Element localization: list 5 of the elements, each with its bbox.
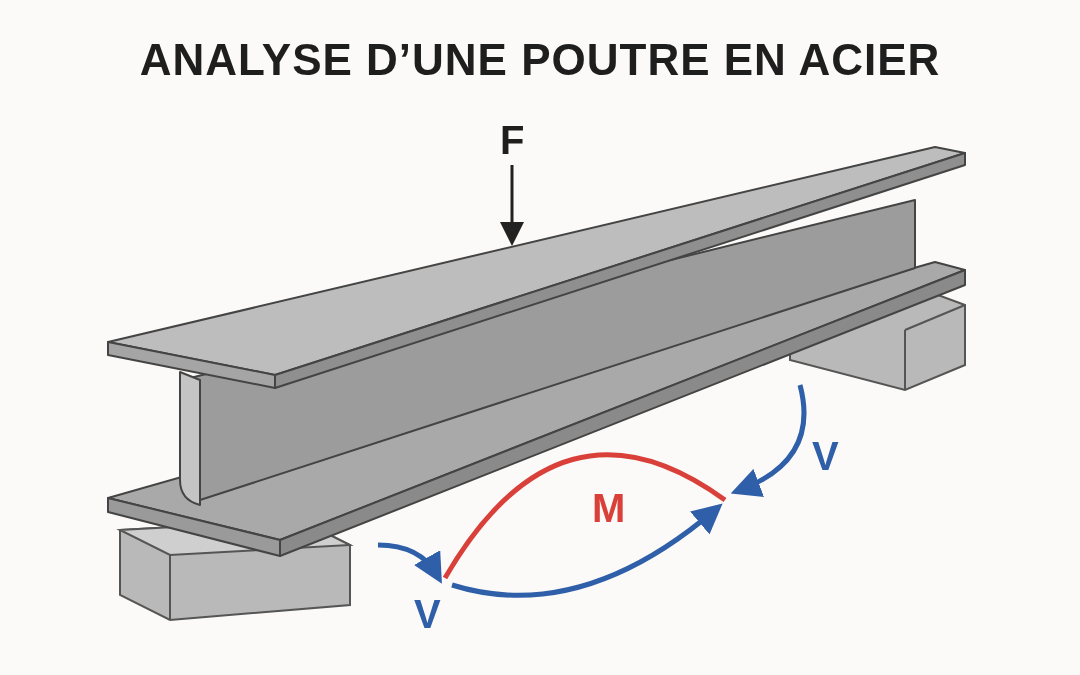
- moment-label: M: [592, 488, 626, 528]
- shear-label: V: [812, 436, 839, 476]
- force-label: F: [500, 120, 525, 160]
- shear-label: V: [414, 594, 441, 634]
- title: ANALYSE D’UNE POUTRE EN ACIER: [138, 38, 942, 82]
